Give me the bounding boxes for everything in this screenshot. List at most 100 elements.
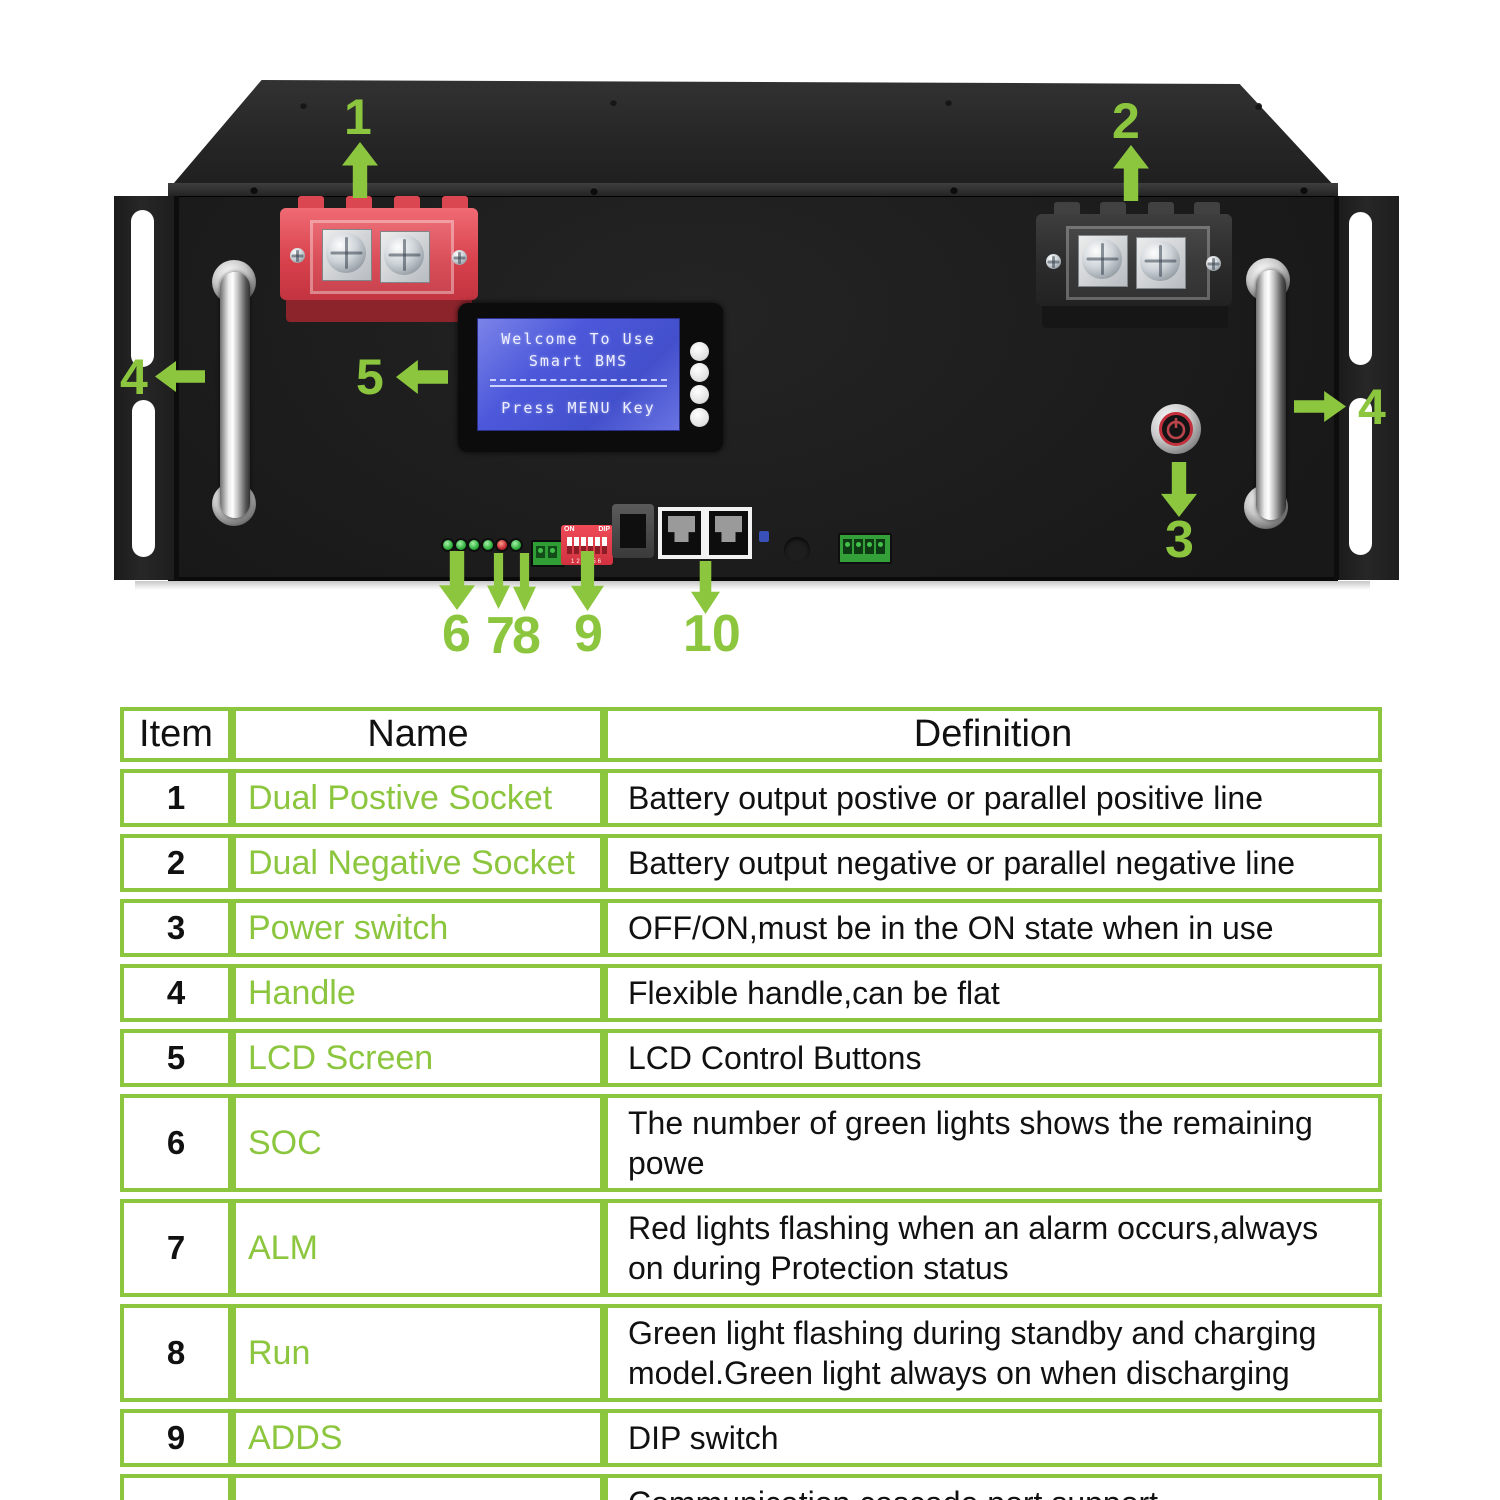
mount-screw: [1206, 256, 1221, 271]
table-row: 4 Handle Flexible handle,can be flat: [120, 964, 1382, 1022]
callout-3: 3: [1165, 511, 1194, 569]
top-screw: [1255, 103, 1262, 110]
soc-led: [454, 538, 468, 552]
callout-2: 2: [1112, 93, 1140, 149]
2pin-terminal: [531, 540, 565, 567]
cell-definition: DIP switch: [604, 1409, 1382, 1467]
cell-definition: OFF/ON,must be in the ON state when in u…: [604, 899, 1382, 957]
lcd-button-4: [690, 408, 709, 427]
cell-item: 6: [120, 1094, 232, 1192]
cell-name: Power switch: [232, 899, 604, 957]
lcd-button-1: [690, 342, 709, 361]
cell-definition: Green light flashing during standby and …: [604, 1304, 1382, 1402]
terminal-screw: [1140, 241, 1180, 281]
callout-10: 10: [683, 605, 741, 663]
callout-8: 8: [512, 607, 541, 665]
lip-screw: [250, 186, 258, 194]
panel-hole: [784, 537, 810, 563]
cell-name: CAN/RS485/RS232: [232, 1474, 604, 1500]
cell-name: Run: [232, 1304, 604, 1402]
callout-4-right: 4: [1358, 379, 1386, 435]
lcd-screen: Welcome To Use Smart BMS Press MENU Key: [477, 318, 680, 431]
table-row: 9 ADDS DIP switch: [120, 1409, 1382, 1467]
spec-table: Item Name Definition 1 Dual Postive Sock…: [120, 700, 1382, 1500]
callout-9: 9: [574, 605, 603, 663]
cell-item: 1: [120, 769, 232, 827]
table-row: 5 LCD Screen LCD Control Buttons: [120, 1029, 1382, 1087]
rj45-port-2: [705, 507, 752, 559]
callout-5: 5: [356, 349, 384, 405]
terminal-screw: [1082, 239, 1122, 279]
cell-item: 4: [120, 964, 232, 1022]
dip-on-label: ON: [564, 526, 575, 533]
cell-item: 2: [120, 834, 232, 892]
cell-item: 3: [120, 899, 232, 957]
power-icon: [1166, 418, 1186, 440]
cell-definition: Battery output postive or parallel posit…: [604, 769, 1382, 827]
rack-slot: [1349, 212, 1372, 365]
mount-screw: [1046, 254, 1061, 269]
header-definition: Definition: [604, 707, 1382, 762]
soc-led: [441, 538, 455, 552]
lcd-line-2: Smart BMS: [528, 352, 629, 370]
lcd-separator: [490, 379, 667, 387]
rack-slot: [1349, 398, 1372, 555]
cell-name: Dual Negative Socket: [232, 834, 604, 892]
table-row: 6 SOC The number of green lights shows t…: [120, 1094, 1382, 1192]
cell-definition: Communication cascade port,support CAN/R…: [604, 1474, 1382, 1500]
terminal-screw: [384, 235, 424, 275]
cell-name: SOC: [232, 1094, 604, 1192]
cell-item: 9: [120, 1409, 232, 1467]
rack-slot: [132, 400, 155, 557]
cell-name: Dual Postive Socket: [232, 769, 604, 827]
cell-item: 8: [120, 1304, 232, 1402]
alm-led: [495, 538, 509, 552]
power-switch: [1151, 404, 1201, 454]
table-row: 1 Dual Postive Socket Battery output pos…: [120, 769, 1382, 827]
cell-definition: The number of green lights shows the rem…: [604, 1094, 1382, 1192]
cell-definition: LCD Control Buttons: [604, 1029, 1382, 1087]
table-row: 2 Dual Negative Socket Battery output ne…: [120, 834, 1382, 892]
top-screw: [300, 102, 307, 109]
cell-name: LCD Screen: [232, 1029, 604, 1087]
cell-item: 10: [120, 1474, 232, 1500]
header-item: Item: [120, 707, 232, 762]
chassis-front-lip: [168, 183, 1338, 197]
lcd-line-3: Press MENU Key: [501, 399, 656, 417]
4pin-terminal: [838, 533, 892, 564]
cell-name: Handle: [232, 964, 604, 1022]
terminal-screw: [326, 233, 366, 273]
callout-7: 7: [486, 607, 515, 665]
cell-definition: Flexible handle,can be flat: [604, 964, 1382, 1022]
table-row: 8 Run Green light flashing during standb…: [120, 1304, 1382, 1402]
top-screw: [610, 99, 617, 106]
table-row: 10 CAN/RS485/RS232 Communication cascade…: [120, 1474, 1382, 1500]
lip-screw: [950, 186, 958, 194]
rj45-port-1: [658, 507, 705, 559]
callout-6: 6: [442, 605, 471, 663]
rj11-port: [612, 504, 654, 558]
mount-screw: [290, 248, 305, 263]
lcd-line-1: Welcome To Use: [501, 330, 656, 348]
cell-item: 7: [120, 1199, 232, 1297]
mount-screw: [452, 250, 467, 265]
table-row: 7 ALM Red lights flashing when an alarm …: [120, 1199, 1382, 1297]
callout-4-left: 4: [120, 349, 148, 405]
callout-1: 1: [344, 89, 372, 145]
dip-dip-label: DIP: [598, 526, 610, 533]
lcd-button-2: [690, 363, 709, 382]
soc-led: [467, 538, 481, 552]
cell-definition: Battery output negative or parallel nega…: [604, 834, 1382, 892]
cell-name: ALM: [232, 1199, 604, 1297]
lcd-button-3: [690, 385, 709, 404]
run-led: [509, 538, 523, 552]
lip-screw: [1300, 186, 1308, 194]
drop-shadow: [135, 581, 1370, 590]
cell-definition: Red lights flashing when an alarm occurs…: [604, 1199, 1382, 1297]
handle-left: [220, 272, 250, 518]
dual-negative-socket: [1036, 202, 1232, 328]
soc-led: [481, 538, 495, 552]
handle-right: [1256, 270, 1286, 520]
rack-slot: [131, 210, 154, 367]
header-name: Name: [232, 707, 604, 762]
